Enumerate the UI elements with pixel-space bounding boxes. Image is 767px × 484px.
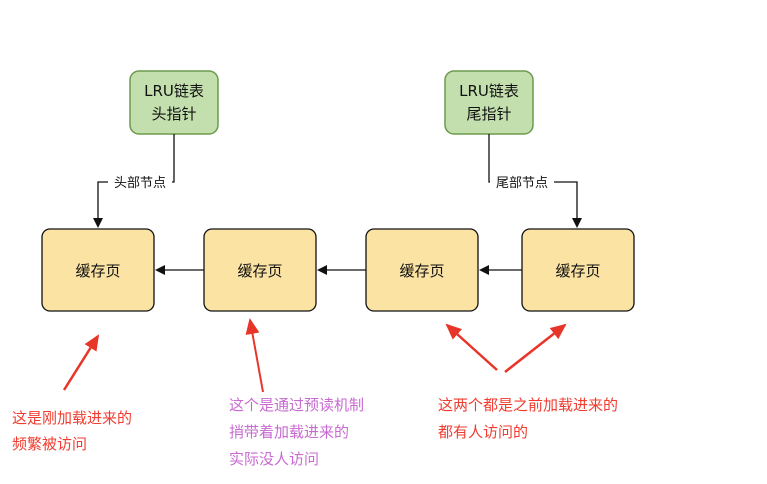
cache-page-label: 缓存页	[75, 262, 120, 280]
annotation-arrow-page4	[504, 323, 567, 373]
tail-pointer-line2: 尾指针	[466, 105, 511, 123]
cache-page-label: 缓存页	[555, 262, 600, 280]
annotation-loaded-line2: 频繁被访问	[12, 435, 87, 453]
head-pointer-node: LRU链表 头指针	[129, 70, 219, 135]
tail-pointer-line1: LRU链表	[459, 82, 519, 100]
annotation-prefetched-line1: 这个是通过预读机制	[229, 396, 364, 414]
annotation-arrow-page1	[62, 334, 100, 391]
tail-pointer-node: LRU链表 尾指针	[444, 70, 534, 135]
cache-page-2: 缓存页	[203, 228, 317, 312]
annotation-prefetched-line3: 实际没人访问	[229, 450, 319, 468]
cache-page-label: 缓存页	[399, 262, 444, 280]
head-pointer-line1: LRU链表	[144, 82, 204, 100]
annotation-arrow-page2	[245, 318, 264, 393]
head-edge-label-bg	[108, 173, 172, 191]
cache-page-4: 缓存页	[521, 228, 635, 312]
head-edge-label: 头部节点	[114, 176, 166, 191]
cache-page-label: 缓存页	[237, 262, 282, 280]
annotation-loaded-line1: 这是刚加载进来的	[12, 409, 132, 427]
annotation-prefetched-line2: 捎带着加载进来的	[229, 423, 349, 441]
cache-page-1: 缓存页	[41, 228, 155, 312]
annotation-older-line1: 这两个都是之前加载进来的	[438, 396, 618, 414]
annotation-older: 这两个都是之前加载进来的 都有人访问的	[438, 396, 618, 441]
cache-page-3: 缓存页	[365, 228, 479, 312]
annotation-loaded: 这是刚加载进来的 频繁被访问	[12, 409, 132, 453]
annotation-older-line2: 都有人访问的	[438, 423, 528, 441]
annotation-arrow-page3	[445, 323, 498, 371]
tail-edge-label-bg	[490, 173, 554, 191]
annotation-prefetched: 这个是通过预读机制 捎带着加载进来的 实际没人访问	[229, 396, 364, 468]
head-pointer-line2: 头指针	[151, 105, 196, 123]
tail-edge-label: 尾部节点	[496, 176, 548, 191]
